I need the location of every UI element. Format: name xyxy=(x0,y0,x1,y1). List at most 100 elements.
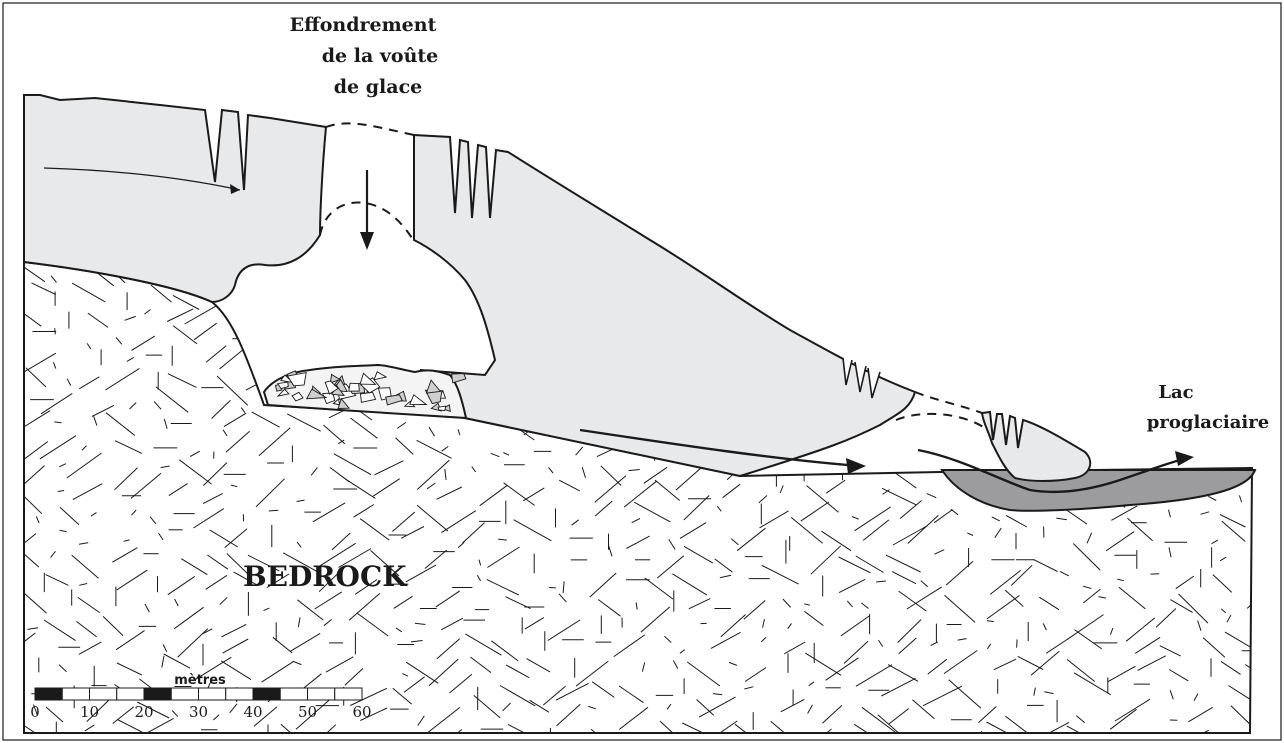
scale-bar-segment xyxy=(280,688,307,700)
bedrock-hatch-stroke xyxy=(346,262,380,285)
bedrock-hatch-stroke xyxy=(1258,322,1283,345)
bedrock-hatch-stroke xyxy=(1103,261,1133,275)
bedrock-hatch-stroke xyxy=(908,287,909,294)
bedrock-hatch-stroke xyxy=(1096,290,1124,304)
bedrock-hatch-stroke xyxy=(1153,291,1183,314)
scale-bar-segment xyxy=(90,688,117,700)
bedrock-hatch-stroke xyxy=(1065,289,1098,311)
bedrock-hatch-stroke xyxy=(463,331,483,350)
bedrock-hatch-stroke xyxy=(1088,331,1120,347)
bedrock-hatch-stroke xyxy=(931,304,952,317)
bedrock-hatch-stroke xyxy=(1095,348,1117,360)
scale-bar-segment xyxy=(117,688,144,700)
bedrock-hatch-stroke xyxy=(871,279,895,299)
scale-bar-segment xyxy=(171,688,198,700)
bedrock-hatch-stroke xyxy=(823,258,846,275)
bedrock-hatch-stroke xyxy=(1234,342,1254,352)
bedrock-hatch-stroke xyxy=(55,328,56,334)
bedrock-hatch-stroke xyxy=(1154,735,1155,743)
scale-bar-segment xyxy=(335,688,362,700)
bedrock-hatch-stroke xyxy=(950,382,960,388)
bedrock-hatch-stroke xyxy=(308,318,313,322)
scale-bar-tick-label: 40 xyxy=(243,703,262,721)
bedrock-hatch-stroke xyxy=(1199,259,1225,276)
bedrock-hatch-stroke xyxy=(1072,367,1098,387)
bedrock-hatch-stroke xyxy=(352,293,389,311)
bedrock-hatch-stroke xyxy=(1260,567,1284,585)
bedrock-hatch-stroke xyxy=(973,350,992,363)
bedrock-hatch-stroke xyxy=(1043,337,1068,354)
bedrock-hatch-stroke xyxy=(1103,419,1110,422)
scale-bar-segment xyxy=(199,688,226,700)
bedrock-hatch-stroke xyxy=(1050,296,1053,307)
scale-bar-tick-label: 30 xyxy=(189,703,208,721)
bedrock-hatch-stroke xyxy=(442,336,472,356)
ice-cave-roof xyxy=(235,285,262,345)
bedrock-hatch-stroke xyxy=(1271,488,1275,493)
bedrock-hatch-stroke xyxy=(1213,260,1236,276)
bedrock-hatch-stroke xyxy=(926,263,961,289)
bedrock-hatch-stroke xyxy=(427,360,433,362)
bedrock-hatch-stroke xyxy=(1026,379,1027,387)
bedrock-hatch-stroke xyxy=(266,291,275,295)
bedrock-hatch-stroke xyxy=(969,287,996,313)
bedrock-hatch-stroke xyxy=(1261,345,1280,364)
lake-label-line2: proglaciaire xyxy=(1147,412,1269,433)
bedrock-hatch-stroke xyxy=(386,266,391,271)
bedrock-hatch-stroke xyxy=(968,388,1001,407)
bedrock-hatch-stroke xyxy=(956,282,983,301)
bedrock-hatch-stroke xyxy=(872,265,873,276)
bedrock-hatch-stroke xyxy=(415,736,426,737)
scale-bar-segment xyxy=(144,688,171,700)
bedrock-hatch-stroke xyxy=(244,284,248,295)
bedrock-hatch-stroke xyxy=(1262,554,1284,568)
bedrock-hatch-stroke xyxy=(996,320,1006,323)
scale-bar-tick-label: 20 xyxy=(134,703,153,721)
bedrock-hatch-stroke xyxy=(1202,283,1222,293)
bedrock-hatch-stroke xyxy=(1164,329,1170,333)
bedrock-hatch-stroke xyxy=(807,288,840,307)
collapse-label-line2: de la voûte xyxy=(322,45,439,67)
bedrock-hatch-stroke xyxy=(233,312,241,317)
bedrock-hatch-stroke xyxy=(1090,302,1122,320)
bedrock-hatch-stroke xyxy=(1108,378,1109,386)
bedrock-hatch-stroke xyxy=(1191,365,1198,366)
bedrock-hatch-stroke xyxy=(349,307,372,319)
bedrock-hatch-stroke xyxy=(823,302,848,320)
scale-bar-tick-label: 10 xyxy=(80,703,99,721)
bedrock-hatch-stroke xyxy=(1128,277,1161,305)
bedrock-hatch-stroke xyxy=(786,271,794,273)
bedrock-hatch-stroke xyxy=(340,360,349,365)
bedrock-hatch-stroke xyxy=(952,316,973,332)
bedrock-hatch-stroke xyxy=(1242,309,1270,325)
bedrock-hatch-stroke xyxy=(1137,406,1142,413)
bedrock-hatch-stroke xyxy=(1241,312,1242,320)
bedrock-hatch-stroke xyxy=(1244,254,1275,277)
bedrock-hatch-stroke xyxy=(867,469,878,473)
bedrock-hatch-stroke xyxy=(412,336,420,341)
collapse-label-line1: Effondrement xyxy=(290,14,437,36)
debris-clast xyxy=(349,383,360,391)
lake-label-line1: Lac xyxy=(1158,382,1193,403)
bedrock-hatch-stroke xyxy=(1252,442,1255,449)
bedrock-hatch-stroke xyxy=(939,346,974,368)
bedrock-hatch-stroke xyxy=(808,265,830,285)
bedrock-hatch-stroke xyxy=(270,266,276,272)
scale-bar-tick-label: 0 xyxy=(30,703,40,721)
bedrock-hatch-stroke xyxy=(329,271,335,281)
bedrock-hatch-stroke xyxy=(560,736,566,739)
bedrock-hatch-stroke xyxy=(1046,259,1076,288)
bedrock-label: BEDROCK xyxy=(243,560,408,593)
bedrock-hatch-stroke xyxy=(1222,443,1255,459)
bedrock-hatch-stroke xyxy=(1019,336,1040,350)
bedrock-hatch-stroke xyxy=(1042,314,1075,334)
debris-clast xyxy=(438,406,446,411)
bedrock-hatch-stroke xyxy=(1172,353,1197,374)
bedrock-hatch-stroke xyxy=(897,337,914,352)
bedrock-hatch-stroke xyxy=(986,379,1008,391)
bedrock-hatch-stroke xyxy=(1132,310,1168,330)
bedrock-hatch-stroke xyxy=(899,314,917,331)
bedrock-hatch-stroke xyxy=(940,408,977,431)
bedrock-hatch-stroke xyxy=(924,343,949,367)
bedrock-hatch-stroke xyxy=(820,332,827,333)
